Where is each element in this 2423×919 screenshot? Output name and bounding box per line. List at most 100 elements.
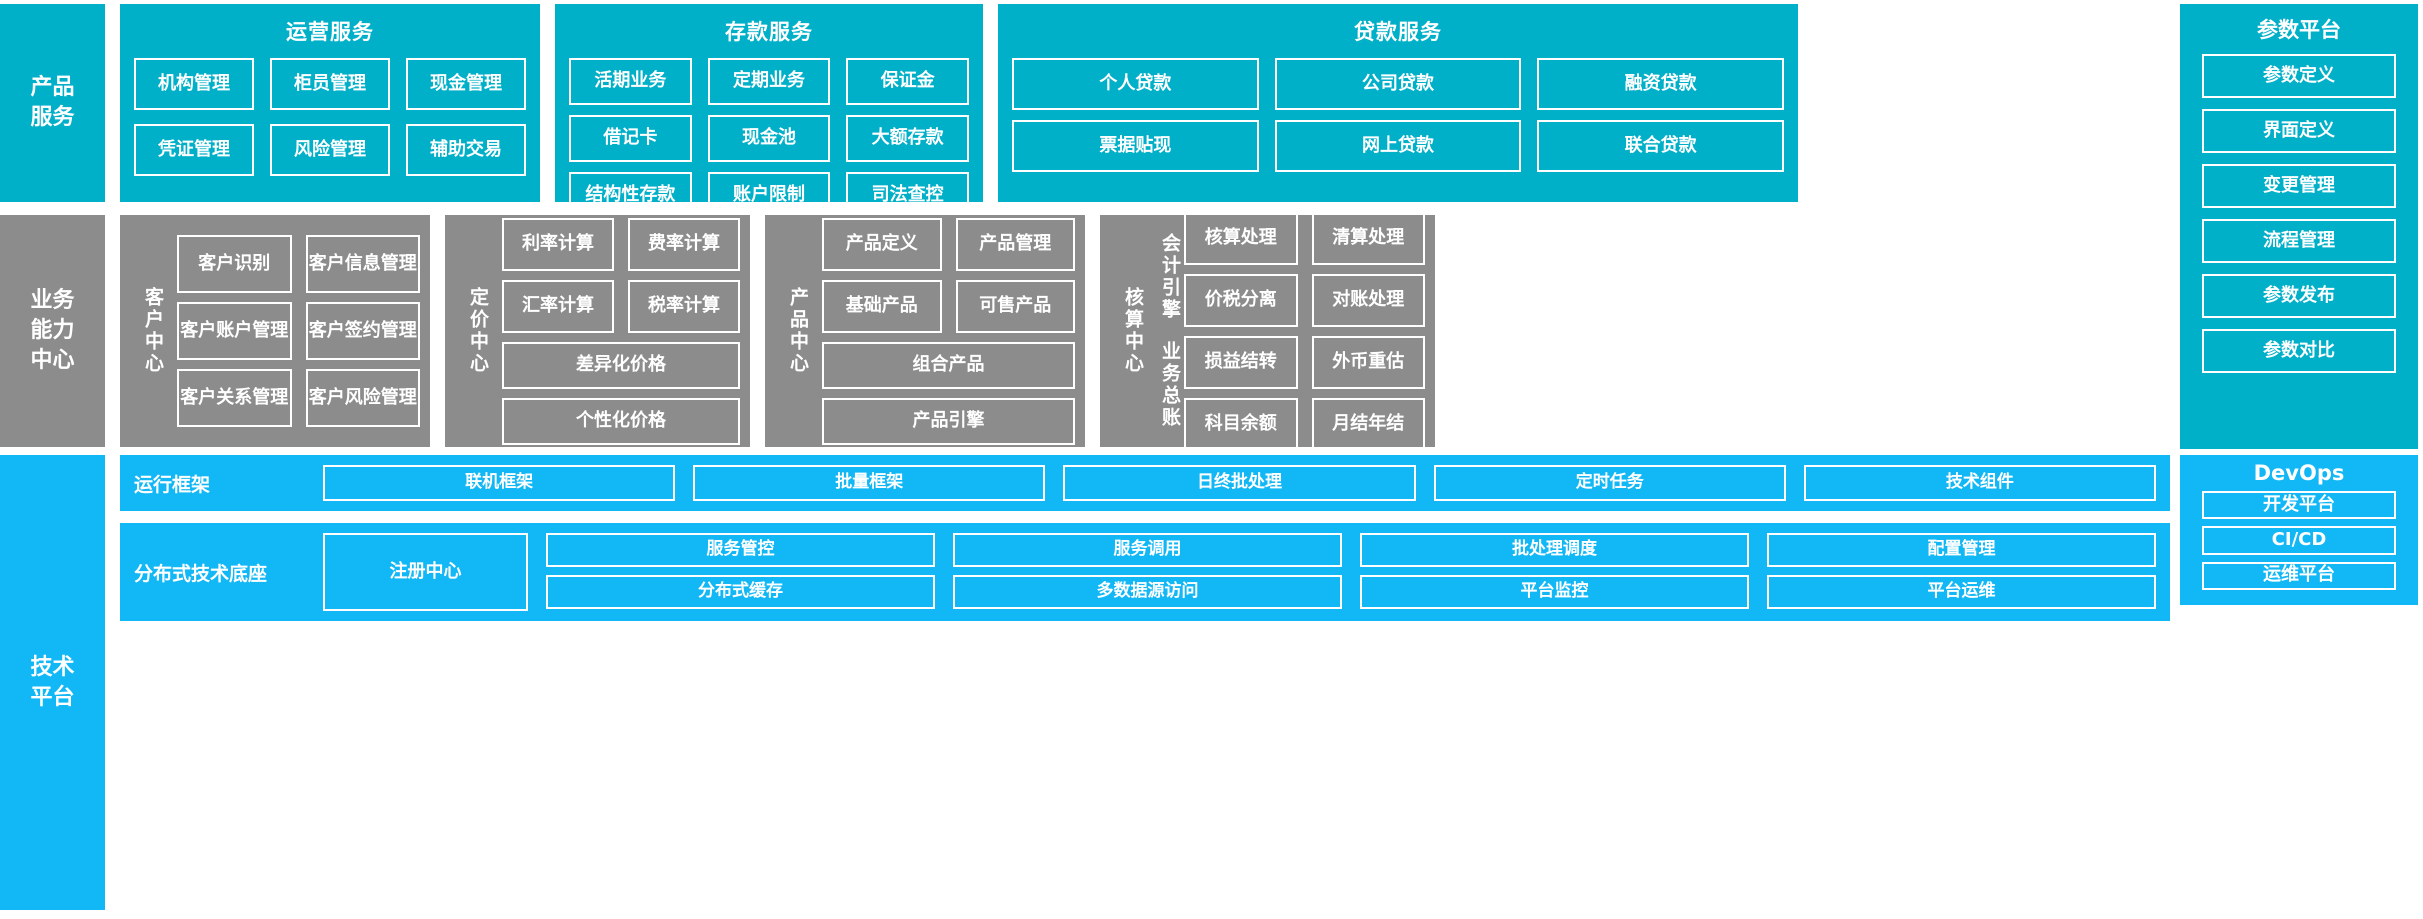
layer-label-product-services: 产品 服务 <box>0 4 105 202</box>
service-item[interactable]: 公司贷款 <box>1274 58 1522 110</box>
capability-item[interactable]: 清算处理 <box>1311 211 1425 265</box>
capability-item-wide[interactable]: 个性化价格 <box>502 397 740 445</box>
capability-item[interactable]: 对账处理 <box>1311 273 1425 327</box>
service-item[interactable]: 司法查控 <box>846 172 969 219</box>
base-item[interactable]: 服务管控 <box>546 533 935 567</box>
service-item[interactable]: 辅助交易 <box>406 124 526 176</box>
capability-item-wide[interactable]: 产品引擎 <box>822 397 1075 445</box>
capability-item[interactable]: 客户信息管理 <box>305 235 420 293</box>
capability-item[interactable]: 利率计算 <box>502 217 614 271</box>
param-item[interactable]: 变更管理 <box>2202 164 2396 208</box>
service-item[interactable]: 票据贴现 <box>1012 120 1259 172</box>
runtime-col: 批量框架 <box>693 465 1046 501</box>
center-row: 客户识别 客户信息管理 <box>177 235 420 293</box>
service-item[interactable]: 活期业务 <box>569 58 692 105</box>
capability-item[interactable]: 基础产品 <box>822 279 942 333</box>
center-row: 科目余额 月结年结 <box>1184 397 1425 451</box>
service-item[interactable]: 结构性存款 <box>569 172 692 219</box>
registry-center-wrap: 注册中心 <box>323 533 528 611</box>
service-item[interactable]: 融资贷款 <box>1537 58 1784 110</box>
capability-item[interactable]: 税率计算 <box>628 279 740 333</box>
service-item[interactable]: 风险管理 <box>270 124 390 176</box>
service-item[interactable]: 柜员管理 <box>270 58 390 110</box>
runtime-item[interactable]: 批量框架 <box>693 465 1046 501</box>
capability-item[interactable]: 费率计算 <box>628 217 740 271</box>
service-item[interactable]: 现金管理 <box>406 58 526 110</box>
product-services-row: 产品 服务 运营服务 机构管理 柜员管理 现金管理 凭证管理 风险管理 辅助交易… <box>0 4 2423 219</box>
runtime-col: 日终批处理 <box>1063 465 1416 501</box>
capability-item[interactable]: 价税分离 <box>1184 273 1298 327</box>
service-item-grid: 个人贷款 公司贷款 融资贷款 票据贴现 网上贷款 联合贷款 <box>1012 58 1784 172</box>
runtime-item[interactable]: 技术组件 <box>1803 465 2157 501</box>
spacer <box>105 4 120 202</box>
capability-item[interactable]: 汇率计算 <box>502 279 614 333</box>
layer-label-business-capability: 业务 能力 中心 <box>0 215 105 447</box>
capability-item[interactable]: 产品管理 <box>955 217 1075 271</box>
distributed-base-label: 分布式技术底座 <box>134 562 268 585</box>
service-item[interactable]: 联合贷款 <box>1537 120 1784 172</box>
capability-item[interactable]: 客户关系管理 <box>177 369 292 427</box>
service-item[interactable]: 借记卡 <box>569 115 692 162</box>
service-item[interactable]: 机构管理 <box>134 58 254 110</box>
runtime-item[interactable]: 日终批处理 <box>1063 465 1416 501</box>
capability-item-wide[interactable]: 差异化价格 <box>502 341 740 389</box>
base-col: 配置管理 平台运维 <box>1767 533 2156 611</box>
spacer <box>1085 215 1100 447</box>
center-row: 汇率计算 税率计算 <box>502 279 740 333</box>
capability-item[interactable]: 客户签约管理 <box>305 302 420 360</box>
runtime-framework-items: 联机框架 批量框架 日终批处理 定时任务 技术组件 <box>323 465 2157 501</box>
base-item[interactable]: 平台监控 <box>1360 575 1749 609</box>
service-item-grid: 机构管理 柜员管理 现金管理 凭证管理 风险管理 辅助交易 <box>134 58 526 176</box>
capability-item[interactable]: 核算处理 <box>1184 211 1298 265</box>
base-item[interactable]: 多数据源访问 <box>953 575 1342 609</box>
base-item[interactable]: 平台运维 <box>1767 575 2156 609</box>
service-item[interactable]: 现金池 <box>707 115 831 162</box>
spacer <box>983 4 998 202</box>
technical-platform-row: 技术 平台 运行框架 联机框架 批量框架 日终批处理 定时任务 <box>0 455 2170 915</box>
center-row: 产品定义 产品管理 <box>822 217 1075 271</box>
accounting-subgroup-labels: 会计引擎 业务总账 <box>1157 223 1184 439</box>
service-item[interactable]: 定期业务 <box>707 58 831 105</box>
param-item[interactable]: 参数定义 <box>2202 54 2396 98</box>
capability-item[interactable]: 客户风险管理 <box>305 369 420 427</box>
runtime-framework-label: 运行框架 <box>134 473 211 496</box>
center-row: 客户账户管理 客户签约管理 <box>177 302 420 360</box>
base-item[interactable]: 分布式缓存 <box>546 575 935 609</box>
capability-item-wide[interactable]: 组合产品 <box>822 341 1075 389</box>
capability-item[interactable]: 产品定义 <box>822 217 942 271</box>
param-item[interactable]: 流程管理 <box>2202 219 2396 263</box>
service-item[interactable]: 保证金 <box>846 58 969 105</box>
capability-item[interactable]: 月结年结 <box>1311 397 1425 451</box>
capability-item[interactable]: 损益结转 <box>1184 335 1298 389</box>
runtime-item[interactable]: 定时任务 <box>1433 465 1786 501</box>
base-item[interactable]: 服务调用 <box>953 533 1342 567</box>
devops-title: DevOps <box>2253 461 2345 485</box>
capability-item[interactable]: 可售产品 <box>955 279 1075 333</box>
runtime-item[interactable]: 联机框架 <box>323 465 676 501</box>
service-item[interactable]: 网上贷款 <box>1274 120 1522 172</box>
base-item[interactable]: 批处理调度 <box>1360 533 1749 567</box>
service-item[interactable]: 账户限制 <box>707 172 831 219</box>
capability-item[interactable]: 科目余额 <box>1184 397 1298 451</box>
layer-label-line1: 技术 <box>30 654 75 680</box>
devops-item[interactable]: 运维平台 <box>2202 561 2396 590</box>
capability-item[interactable]: 外币重估 <box>1311 335 1425 389</box>
param-item[interactable]: 参数对比 <box>2202 329 2396 373</box>
devops-item[interactable]: CI/CD <box>2202 526 2396 555</box>
capability-item[interactable]: 客户账户管理 <box>177 302 292 360</box>
param-item[interactable]: 参数发布 <box>2202 274 2396 318</box>
capability-item[interactable]: 客户识别 <box>177 235 292 293</box>
service-item[interactable]: 大额存款 <box>846 115 969 162</box>
service-item[interactable]: 个人贷款 <box>1012 58 1259 110</box>
service-item[interactable]: 凭证管理 <box>134 124 254 176</box>
param-item[interactable]: 界面定义 <box>2202 109 2396 153</box>
runtime-col: 联机框架 <box>323 465 676 501</box>
spacer <box>105 215 120 447</box>
registry-center-item[interactable]: 注册中心 <box>323 533 528 611</box>
spacer <box>750 215 765 447</box>
base-item[interactable]: 配置管理 <box>1767 533 2156 567</box>
center-row: 核算处理 清算处理 <box>1184 211 1425 265</box>
devops-item[interactable]: 开发平台 <box>2202 491 2396 520</box>
service-group-loan: 贷款服务 个人贷款 公司贷款 融资贷款 票据贴现 网上贷款 联合贷款 <box>998 4 1798 202</box>
center-row: 损益结转 外币重估 <box>1184 335 1425 389</box>
